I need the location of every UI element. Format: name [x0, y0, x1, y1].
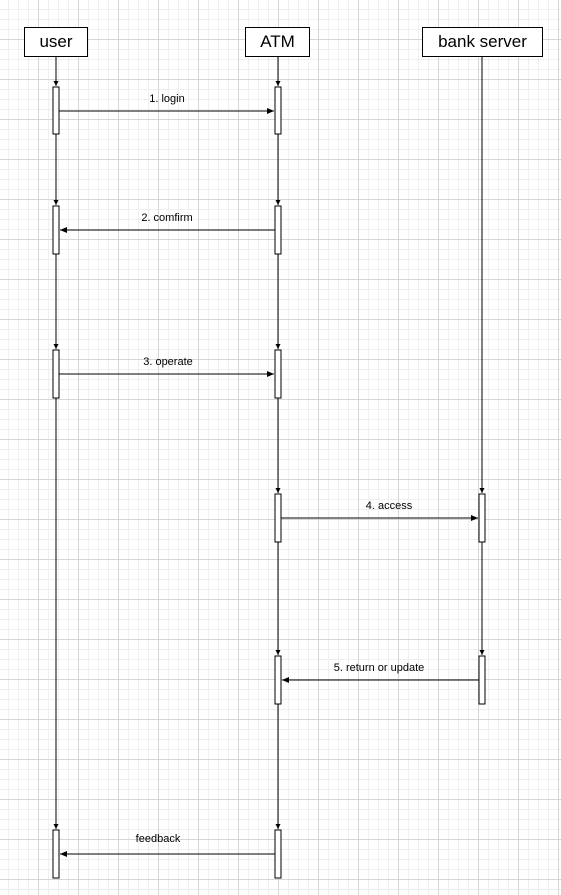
activation-bar-bank [478, 493, 486, 543]
activation-bar-user [52, 86, 60, 135]
activation-bar-atm [274, 349, 282, 399]
activation-bar-atm [274, 829, 282, 879]
message-label-return-or-update: 5. return or update [333, 662, 425, 674]
activation-bar-user [52, 829, 60, 879]
activation-bar-bank [478, 655, 486, 705]
activation-bar-atm [274, 493, 282, 543]
activation-bar-atm [274, 655, 282, 705]
message-label-access: 4. access [365, 500, 413, 512]
lifeline-header-user: user [24, 27, 88, 57]
message-label-feedback: feedback [135, 833, 181, 845]
message-label-login: 1. login [149, 93, 185, 105]
activation-bar-user [52, 205, 60, 255]
message-label-confirm: 2. comfirm [141, 212, 193, 224]
activation-bar-atm [274, 205, 282, 255]
activation-bar-atm [274, 86, 282, 135]
message-label-operate: 3. operate [143, 356, 193, 368]
activation-bar-user [52, 349, 60, 399]
lifeline-header-atm: ATM [245, 27, 310, 57]
lifeline-header-bank-server: bank server [422, 27, 543, 57]
